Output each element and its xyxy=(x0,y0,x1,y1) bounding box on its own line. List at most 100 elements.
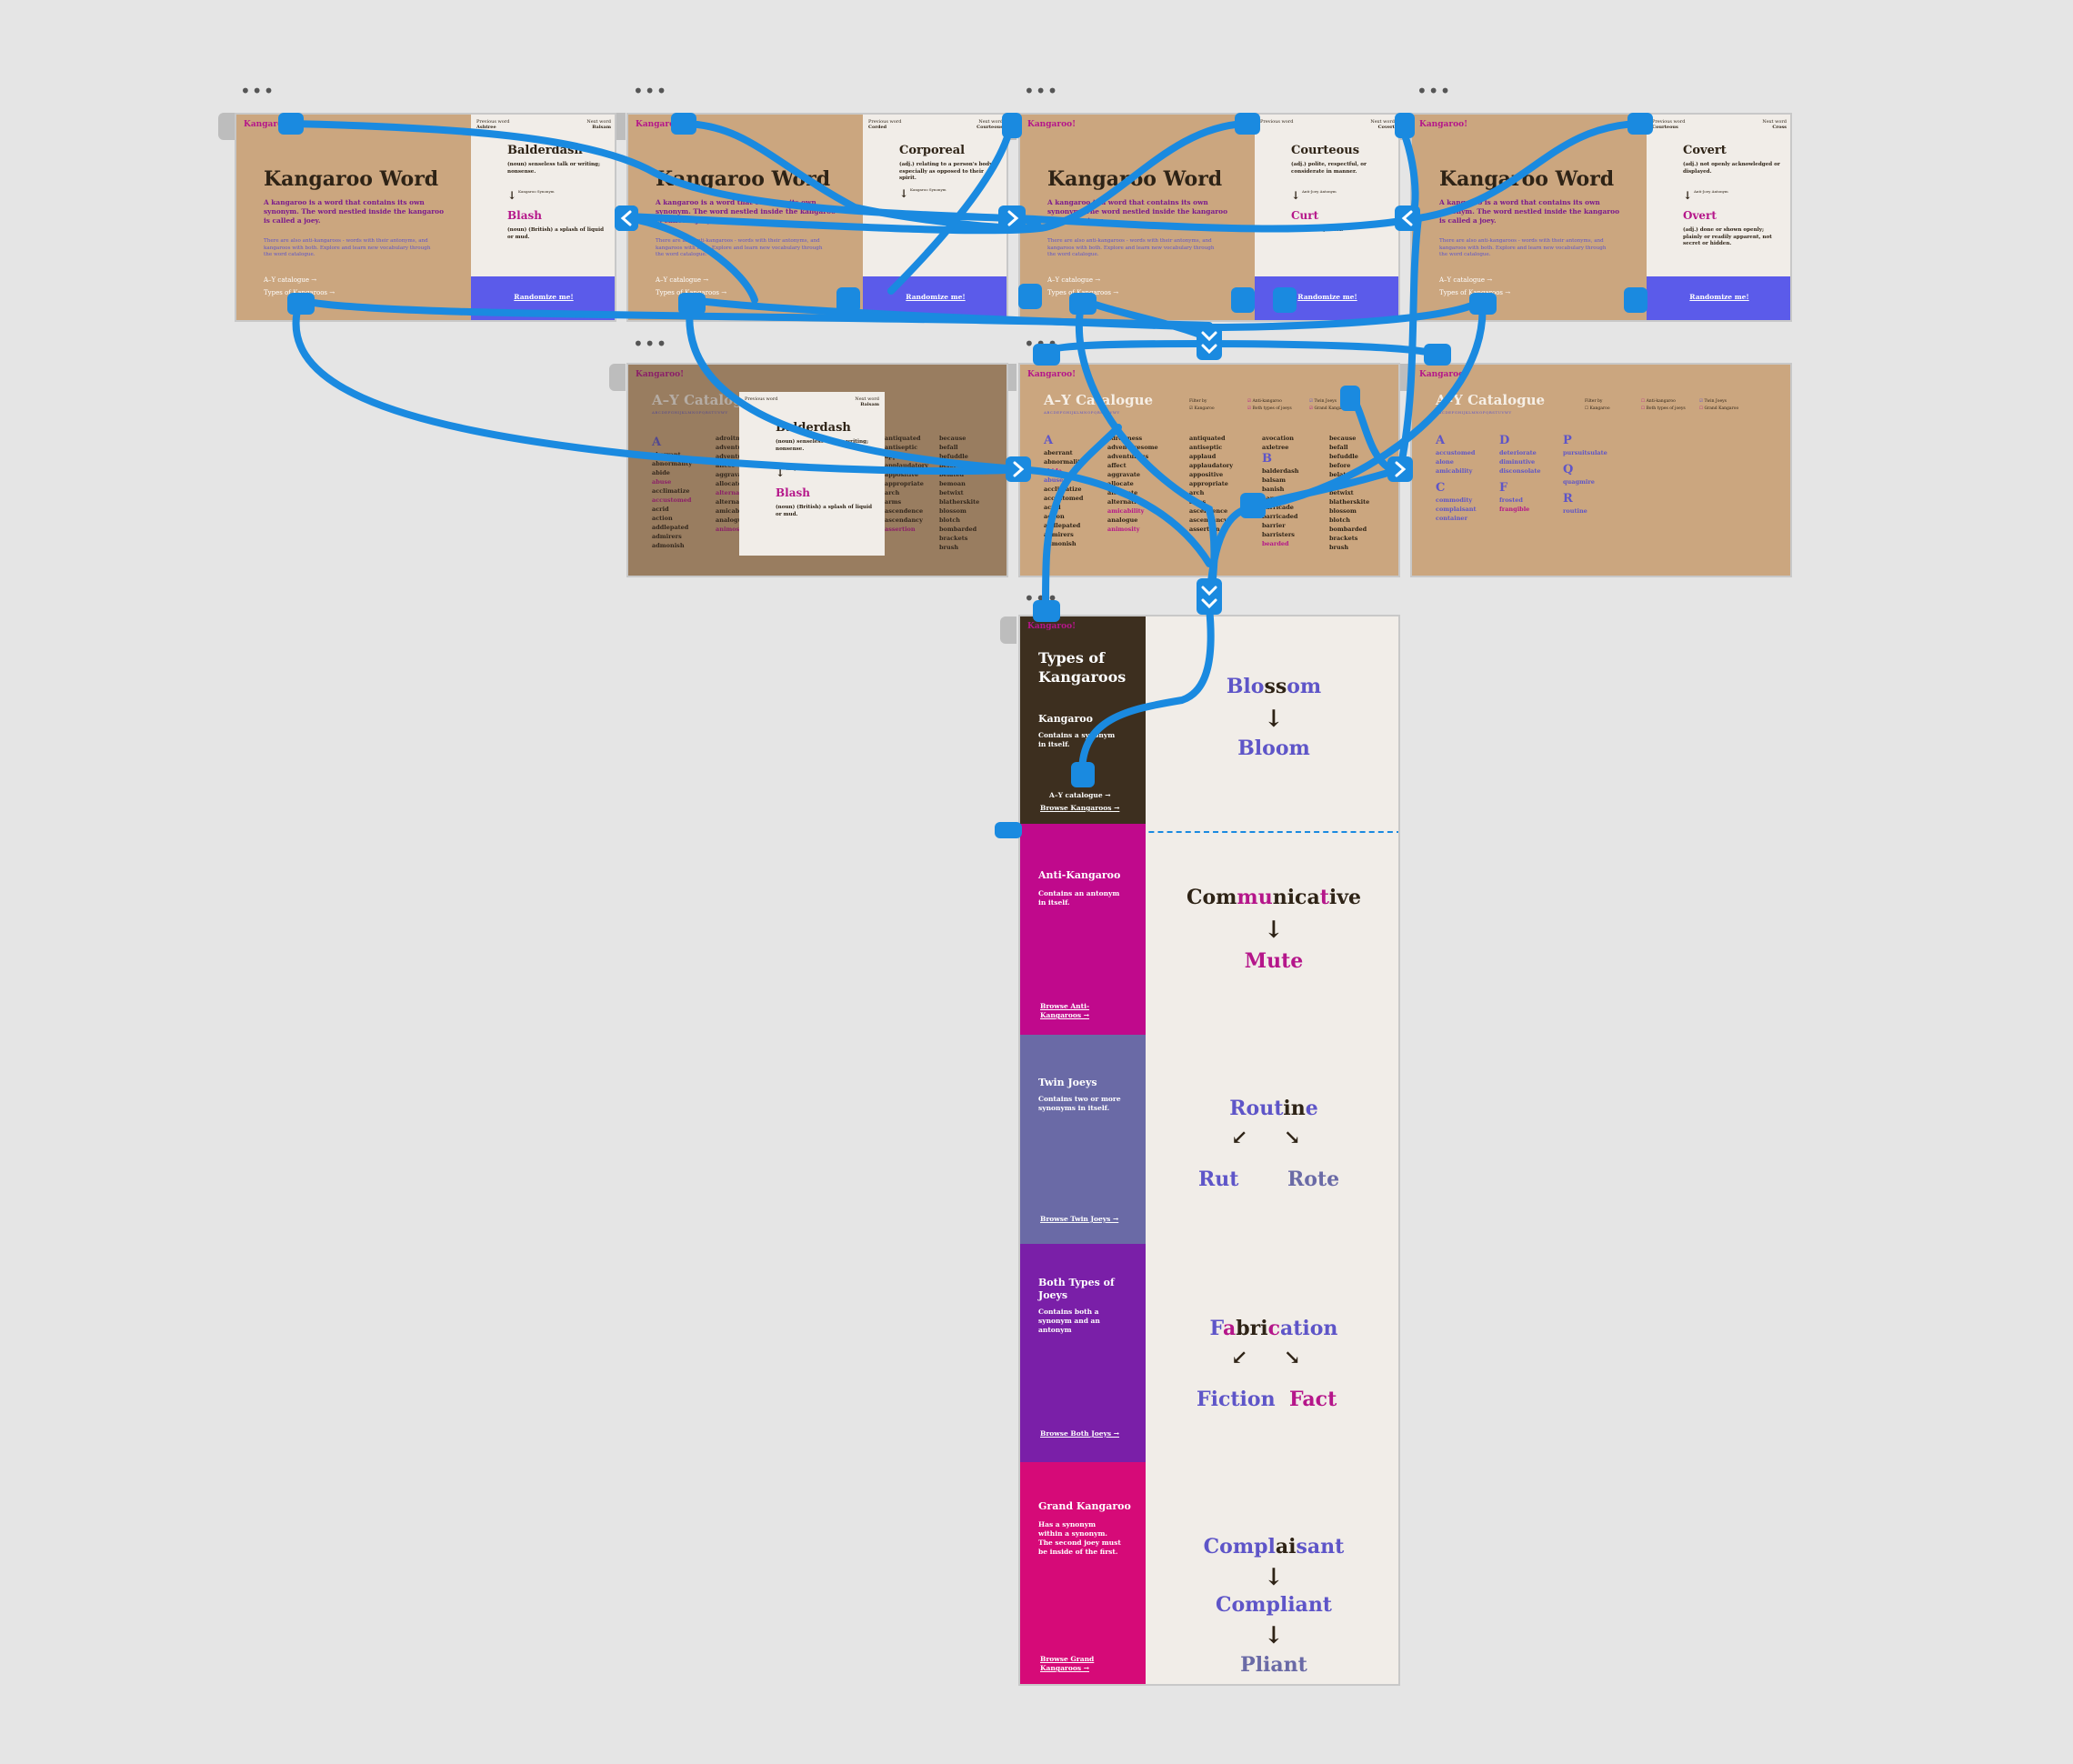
catalogue-word[interactable]: addlepated xyxy=(1044,522,1081,529)
logo[interactable]: Kangaroo! xyxy=(636,120,685,129)
alphabet-nav[interactable]: ABCDEFGHIJKLMNOPQRSTUVWY xyxy=(1436,410,1512,415)
catalogue-word[interactable]: barricaded xyxy=(1262,513,1298,520)
catalogue-word[interactable]: befall xyxy=(1329,444,1348,451)
catalogue-word[interactable]: abnormality xyxy=(1044,458,1085,466)
catalogue-word[interactable]: acclimatize xyxy=(652,487,690,495)
frame-menu[interactable]: ••• xyxy=(1024,80,1059,102)
catalogue-word[interactable]: animosity xyxy=(716,526,748,533)
frame-menu[interactable]: ••• xyxy=(240,80,275,102)
logo[interactable]: Kangaroo! xyxy=(1419,370,1468,379)
catalogue-word[interactable]: addlepated xyxy=(652,524,689,531)
catalogue-word[interactable]: alternate xyxy=(716,489,746,496)
browse-anti-kangaroos-link[interactable]: Browse Anti-Kangaroos → xyxy=(1040,1002,1090,1020)
catalogue-word[interactable]: deteriorate xyxy=(1499,449,1537,456)
filter-twin-joeys[interactable]: ☑ Twin Joeys xyxy=(1699,399,1727,404)
catalogue-word[interactable]: action xyxy=(652,515,673,522)
catalogue-word[interactable]: bombarded xyxy=(1329,526,1367,533)
catalogue-word[interactable]: routine xyxy=(1563,507,1587,515)
catalogue-word[interactable]: brackets xyxy=(1329,535,1358,542)
catalogue-word[interactable]: brackets xyxy=(939,535,968,542)
catalogue-word[interactable]: appositive xyxy=(885,471,919,478)
randomize-button[interactable]: Randomize me! xyxy=(1647,276,1790,320)
catalogue-word[interactable]: frangible xyxy=(1499,506,1530,513)
catalogue-word[interactable]: accustomed xyxy=(652,496,692,504)
alphabet-nav[interactable]: ABCDEFGHIJKLMNOPQRSTUVWY xyxy=(652,410,728,415)
catalogue-word[interactable]: arch xyxy=(1189,489,1205,496)
filter-grand-kangaroo[interactable]: ☑ Grand Kangaroo xyxy=(1309,406,1349,411)
catalogue-word[interactable]: allocate xyxy=(1107,480,1134,487)
catalogue-link[interactable]: A–Y catalogue → xyxy=(1047,276,1101,284)
catalogue-word[interactable]: blotch xyxy=(1329,516,1351,524)
browse-twin-joeys-link[interactable]: Browse Twin Joeys → xyxy=(1040,1215,1119,1223)
catalogue-word[interactable]: admonish xyxy=(1044,540,1077,547)
catalogue-word[interactable]: diminutive xyxy=(1499,458,1536,466)
catalogue-word[interactable]: alternative xyxy=(1107,498,1144,506)
catalogue-word[interactable]: belated xyxy=(1329,471,1355,478)
catalogue-link[interactable]: A–Y catalogue → xyxy=(656,276,709,284)
filter-anti-kangaroo[interactable]: ☐ Anti-kangaroo xyxy=(1641,399,1676,404)
catalogue-word[interactable]: bemoan xyxy=(939,480,966,487)
browse-grand-kangaroos-link[interactable]: Browse Grand Kangaroos → xyxy=(1040,1655,1095,1673)
catalogue-word[interactable]: before xyxy=(1329,462,1351,469)
logo[interactable]: Kangaroo! xyxy=(1027,622,1077,631)
catalogue-word[interactable]: barrier xyxy=(1262,522,1286,529)
catalogue-word[interactable]: balsam xyxy=(1262,476,1286,484)
catalogue-word[interactable]: affect xyxy=(1107,462,1127,469)
catalogue-word[interactable]: aggravate xyxy=(716,471,749,478)
catalogue-word[interactable]: disconsolate xyxy=(1499,467,1541,475)
catalogue-word[interactable]: betwixt xyxy=(1329,489,1354,496)
filter-both-joeys[interactable]: ☐ Both types of joeys xyxy=(1641,406,1686,411)
catalogue-word[interactable]: aberrant xyxy=(1044,449,1073,456)
catalogue-word[interactable]: acrid xyxy=(652,506,669,513)
catalogue-word[interactable]: befuddle xyxy=(939,453,968,460)
catalogue-word[interactable]: blossom xyxy=(1329,507,1357,515)
catalogue-word[interactable]: befall xyxy=(939,444,958,451)
catalogue-word[interactable]: banish xyxy=(1262,486,1285,493)
catalogue-word[interactable]: appositive xyxy=(1189,471,1224,478)
frame-menu[interactable]: ••• xyxy=(1417,80,1452,102)
catalogue-word[interactable]: arms xyxy=(885,498,902,506)
catalogue-word[interactable]: applaudatory xyxy=(885,462,929,469)
catalogue-word[interactable]: bearded xyxy=(1262,540,1289,547)
catalogue-word[interactable]: container xyxy=(1436,515,1467,522)
catalogue-word[interactable]: admirers xyxy=(652,533,682,540)
catalogue-word[interactable]: assertion xyxy=(1189,526,1220,533)
catalogue-word[interactable]: quagmire xyxy=(1563,478,1595,486)
catalogue-word[interactable]: allocate xyxy=(716,480,742,487)
filter-grand-kangaroo[interactable]: ☐ Grand Kangaroo xyxy=(1699,406,1739,411)
catalogue-word[interactable]: animosity xyxy=(1107,526,1140,533)
catalogue-word[interactable]: blatherskite xyxy=(939,498,980,506)
catalogue-word[interactable]: amicability xyxy=(1107,507,1145,515)
prev-word-link[interactable]: Previous word xyxy=(1260,119,1293,125)
catalogue-word[interactable]: amicability xyxy=(716,507,753,515)
frame-menu[interactable]: ••• xyxy=(633,80,668,102)
catalogue-word[interactable]: pursuitsulate xyxy=(1563,449,1607,456)
catalogue-word[interactable]: brush xyxy=(939,544,959,551)
filter-twin-joeys[interactable]: ☑ Twin Joeys xyxy=(1309,399,1337,404)
catalogue-word[interactable]: analogue xyxy=(1107,516,1138,524)
browse-both-joeys-link[interactable]: Browse Both Joeys → xyxy=(1040,1429,1120,1438)
catalogue-word[interactable]: adroitness xyxy=(716,435,751,442)
catalogue-word[interactable]: ascendancy xyxy=(885,516,923,524)
catalogue-word[interactable]: antiseptic xyxy=(885,444,918,451)
browse-kangaroos-link[interactable]: Browse Kangaroos → xyxy=(1040,804,1120,812)
catalogue-link[interactable]: A–Y catalogue → xyxy=(1049,791,1111,799)
catalogue-word[interactable]: antiquated xyxy=(1189,435,1226,442)
catalogue-word[interactable]: because xyxy=(939,435,966,442)
catalogue-word[interactable]: befuddle xyxy=(1329,453,1358,460)
catalogue-word[interactable]: adventurous xyxy=(716,453,757,460)
catalogue-word[interactable]: antiquated xyxy=(885,435,921,442)
catalogue-word[interactable]: complaisant xyxy=(1436,506,1477,513)
catalogue-word[interactable]: blossom xyxy=(939,507,966,515)
catalogue-word[interactable]: admonish xyxy=(652,542,685,549)
alphabet-nav[interactable]: ABCDEFGHIJKLMNOPQRSTUVWY xyxy=(1044,410,1120,415)
catalogue-word[interactable]: blotch xyxy=(939,516,961,524)
catalogue-word[interactable]: axletree xyxy=(1262,444,1289,451)
filter-kangaroo[interactable]: ☐ Kangaroo xyxy=(1585,406,1610,411)
logo[interactable]: Kangaroo! xyxy=(1027,120,1077,129)
catalogue-word[interactable]: ascendence xyxy=(885,507,924,515)
